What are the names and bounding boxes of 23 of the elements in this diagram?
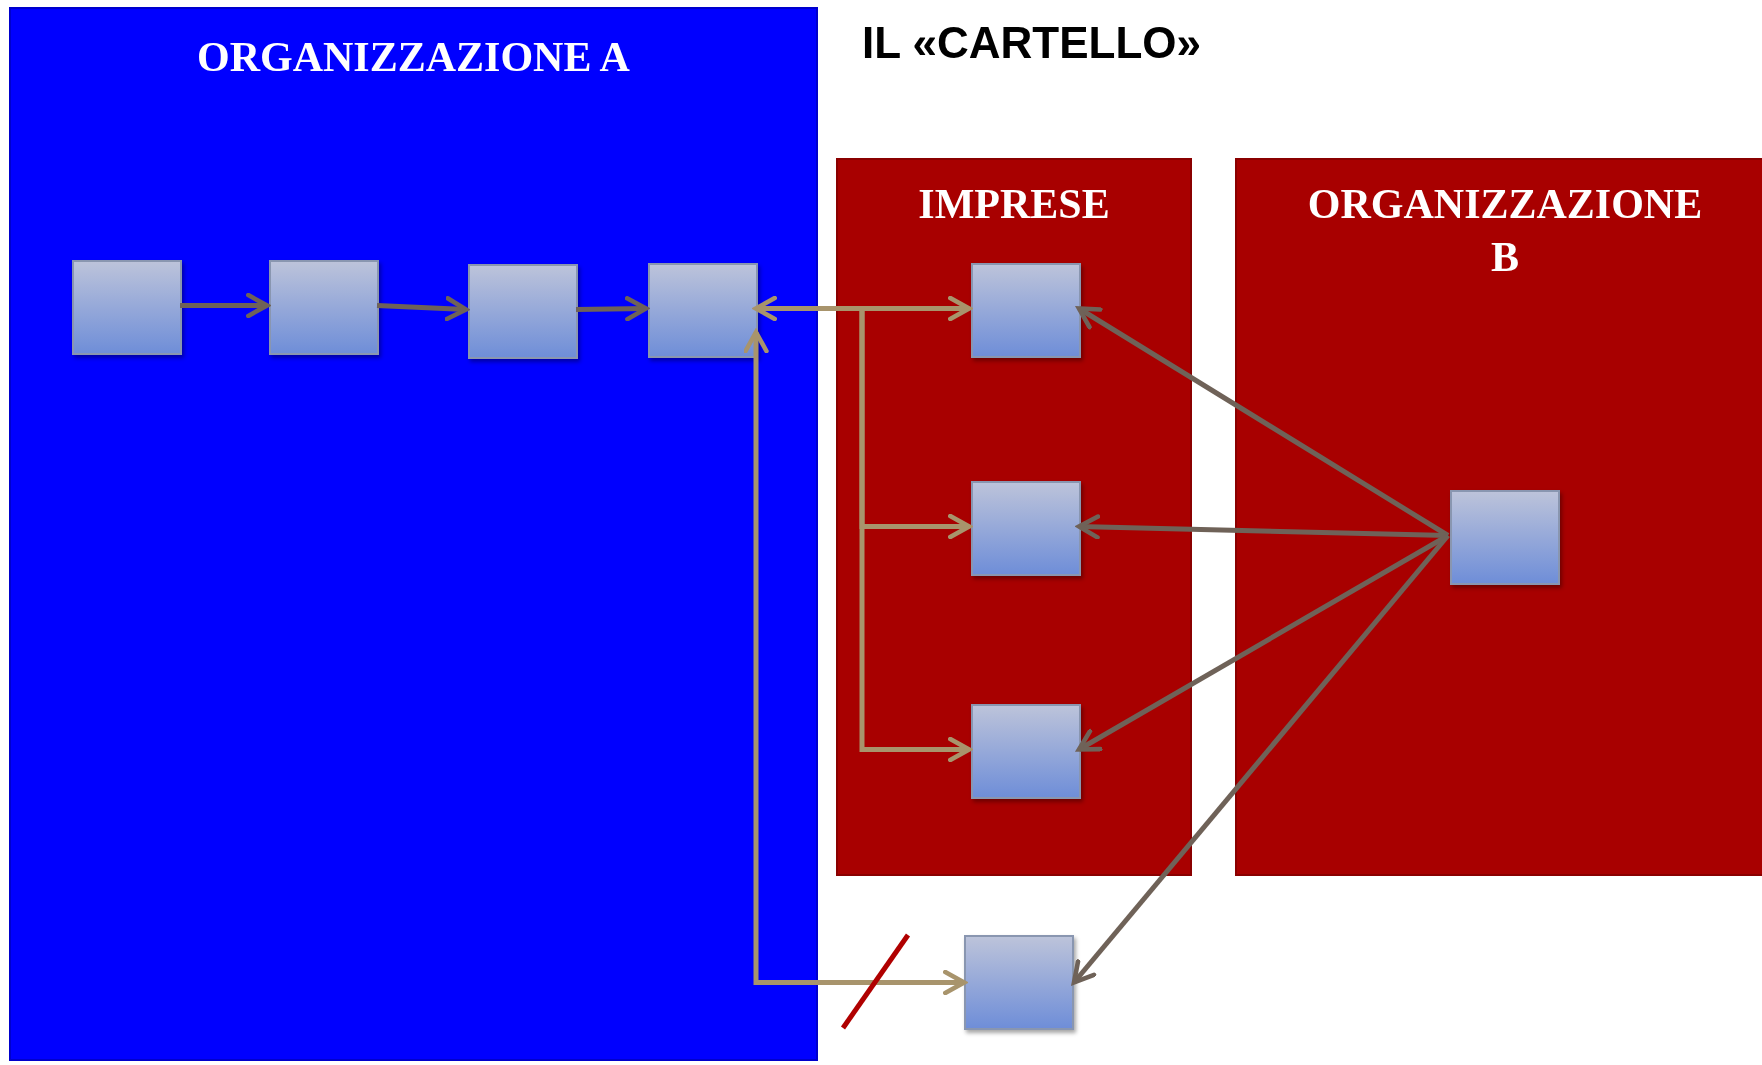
arrow xyxy=(180,292,270,319)
arrow xyxy=(1071,533,1450,985)
panel-heading: ORGANIZZAZIONE B xyxy=(1306,180,1704,282)
arrow xyxy=(1076,306,1450,538)
process-box xyxy=(648,263,758,358)
organization-panel xyxy=(836,158,1192,876)
process-box xyxy=(1450,490,1560,585)
process-box xyxy=(72,260,182,355)
arrow xyxy=(376,295,469,322)
diagram-title: IL «CARTELLO» xyxy=(862,18,1201,68)
organization-panel xyxy=(9,7,818,1061)
process-box xyxy=(964,935,1074,1030)
process-box xyxy=(269,260,379,355)
process-box xyxy=(971,481,1081,576)
process-box xyxy=(971,263,1081,358)
arrow xyxy=(743,329,967,996)
arrow xyxy=(753,295,972,322)
panel-heading: IMPRESE xyxy=(917,180,1111,229)
arrow xyxy=(575,296,649,322)
process-box xyxy=(971,704,1081,799)
panel-heading: ORGANIZZAZIONE A xyxy=(196,33,631,82)
organization-panel xyxy=(1235,158,1762,876)
process-box xyxy=(468,264,578,359)
